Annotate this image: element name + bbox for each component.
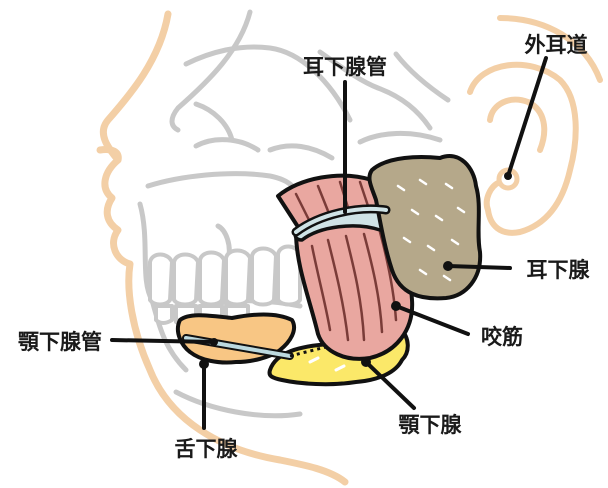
submandibular-duct-leader bbox=[112, 340, 214, 342]
label-masseter: 咬筋 bbox=[481, 325, 523, 349]
label-submandibular-duct: 顎下腺管 bbox=[18, 330, 102, 354]
label-parotid-duct: 耳下腺管 bbox=[303, 55, 387, 79]
parotid-gland-leader bbox=[448, 266, 510, 268]
teeth bbox=[150, 247, 300, 326]
label-sublingual-gland: 舌下腺 bbox=[175, 437, 239, 461]
label-parotid-gland: 耳下腺 bbox=[527, 258, 591, 282]
label-external-ear-canal: 外耳道 bbox=[525, 33, 588, 57]
label-submandibular-gland: 顎下腺 bbox=[399, 413, 463, 437]
